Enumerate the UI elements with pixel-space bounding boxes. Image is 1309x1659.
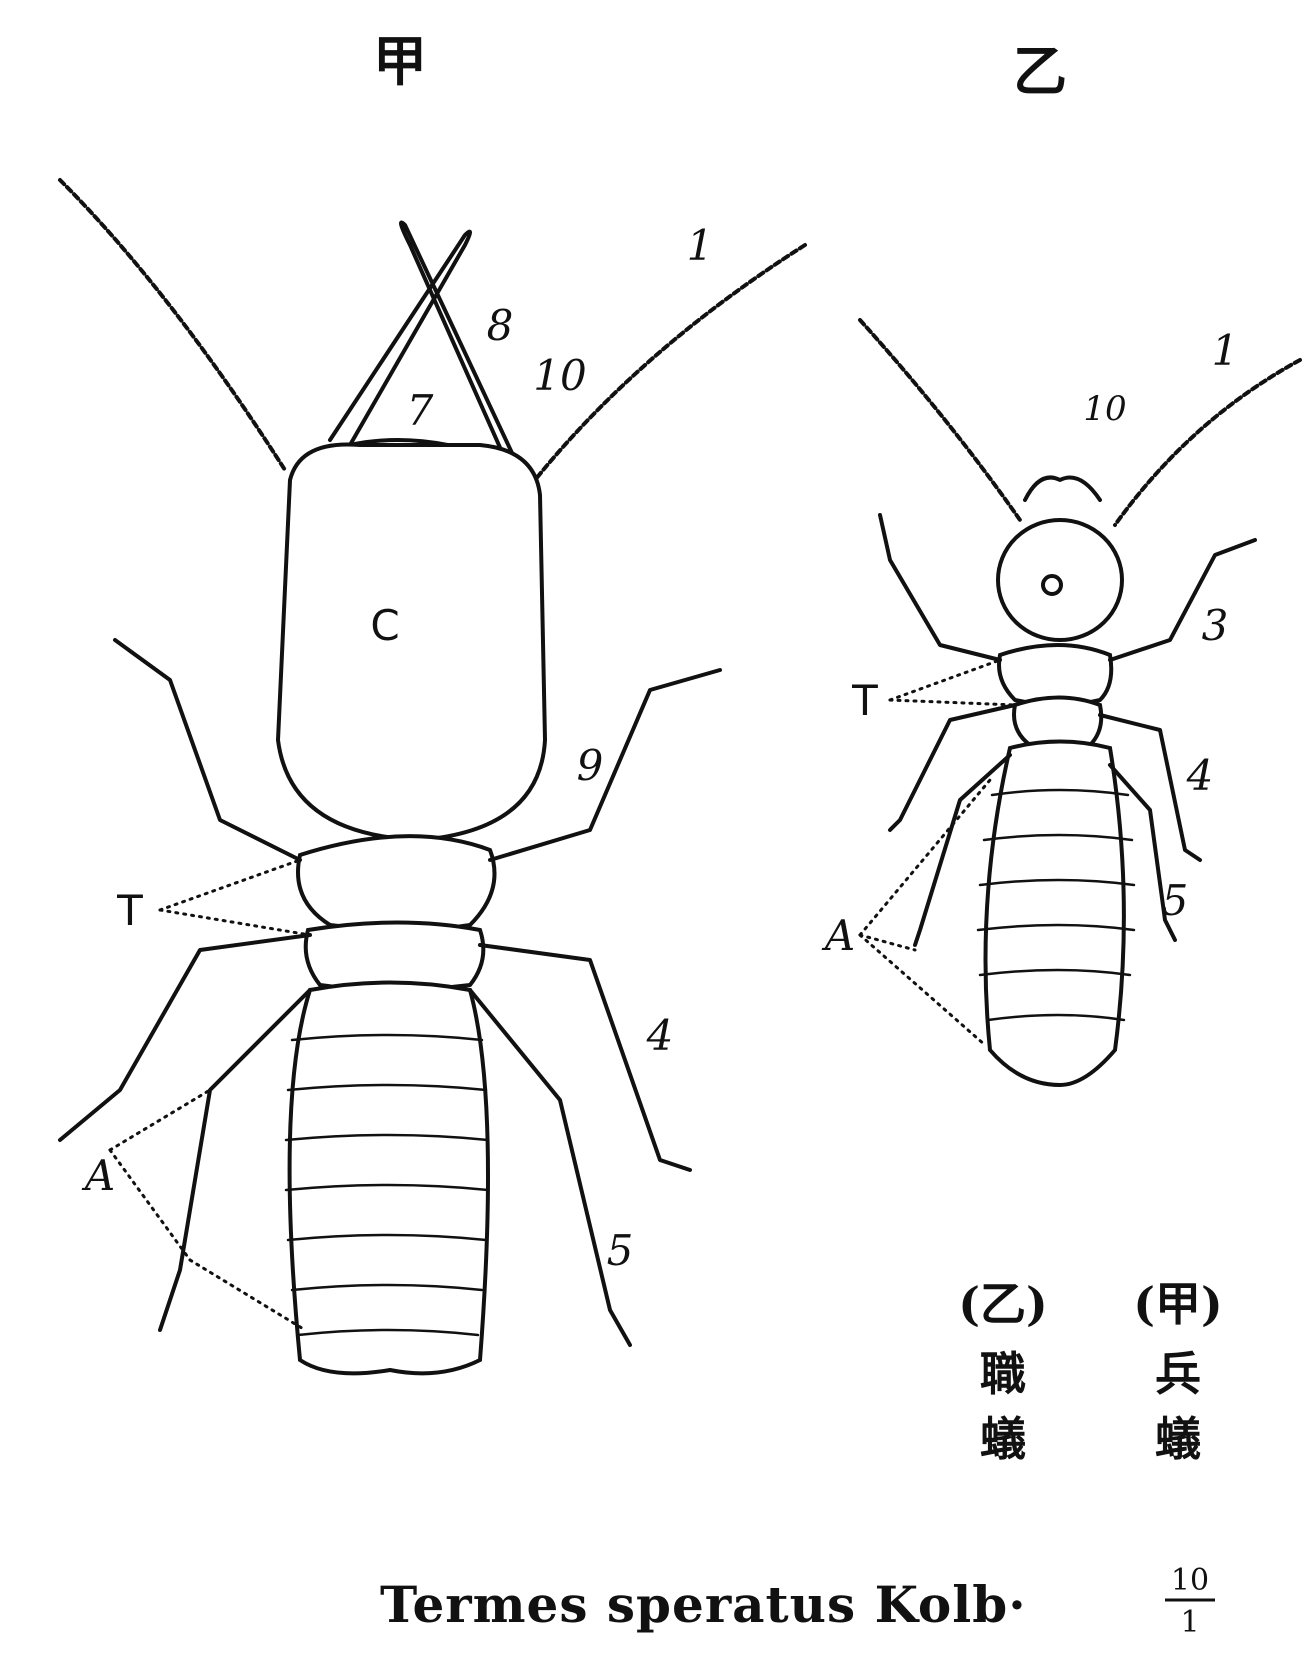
- caption-worker-mark: (乙): [958, 1277, 1048, 1331]
- species-name: Termes speratus Kolb·: [380, 1575, 1027, 1634]
- caption-soldier-line1: 兵: [1155, 1347, 1201, 1401]
- caption-soldier-mark: (甲): [1133, 1277, 1223, 1331]
- label-soldier-5: 5: [607, 1226, 634, 1275]
- label-worker-3: 3: [1202, 601, 1229, 650]
- soldier-termite-drawing: [60, 180, 805, 1373]
- label-soldier-a: A: [81, 1151, 115, 1200]
- scale-numerator: 10: [1171, 1563, 1209, 1598]
- worker-termite-drawing: [860, 320, 1300, 1085]
- label-worker-5: 5: [1162, 876, 1189, 925]
- caption-worker-line1: 職: [980, 1347, 1026, 1401]
- scale-denominator: 1: [1180, 1605, 1199, 1640]
- label-worker-1: 1: [1212, 326, 1239, 375]
- caption-soldier-line2: 蟻: [1155, 1412, 1201, 1466]
- label-worker-a: A: [821, 911, 855, 960]
- header-worker: 乙: [1013, 39, 1067, 103]
- label-worker-4: 4: [1186, 751, 1214, 800]
- label-soldier-8: 8: [487, 301, 514, 350]
- header-soldier: 甲: [373, 29, 427, 93]
- label-soldier-c: C: [370, 601, 399, 650]
- label-worker-10: 10: [1083, 389, 1126, 429]
- caption-worker-line2: 蟻: [980, 1412, 1026, 1466]
- label-soldier-9: 9: [577, 741, 604, 790]
- label-soldier-10: 10: [533, 351, 586, 400]
- label-soldier-4: 4: [646, 1011, 674, 1060]
- label-worker-t: T: [851, 676, 878, 725]
- label-soldier-7: 7: [407, 386, 434, 435]
- label-soldier-1: 1: [687, 221, 714, 270]
- label-soldier-t: T: [116, 886, 143, 935]
